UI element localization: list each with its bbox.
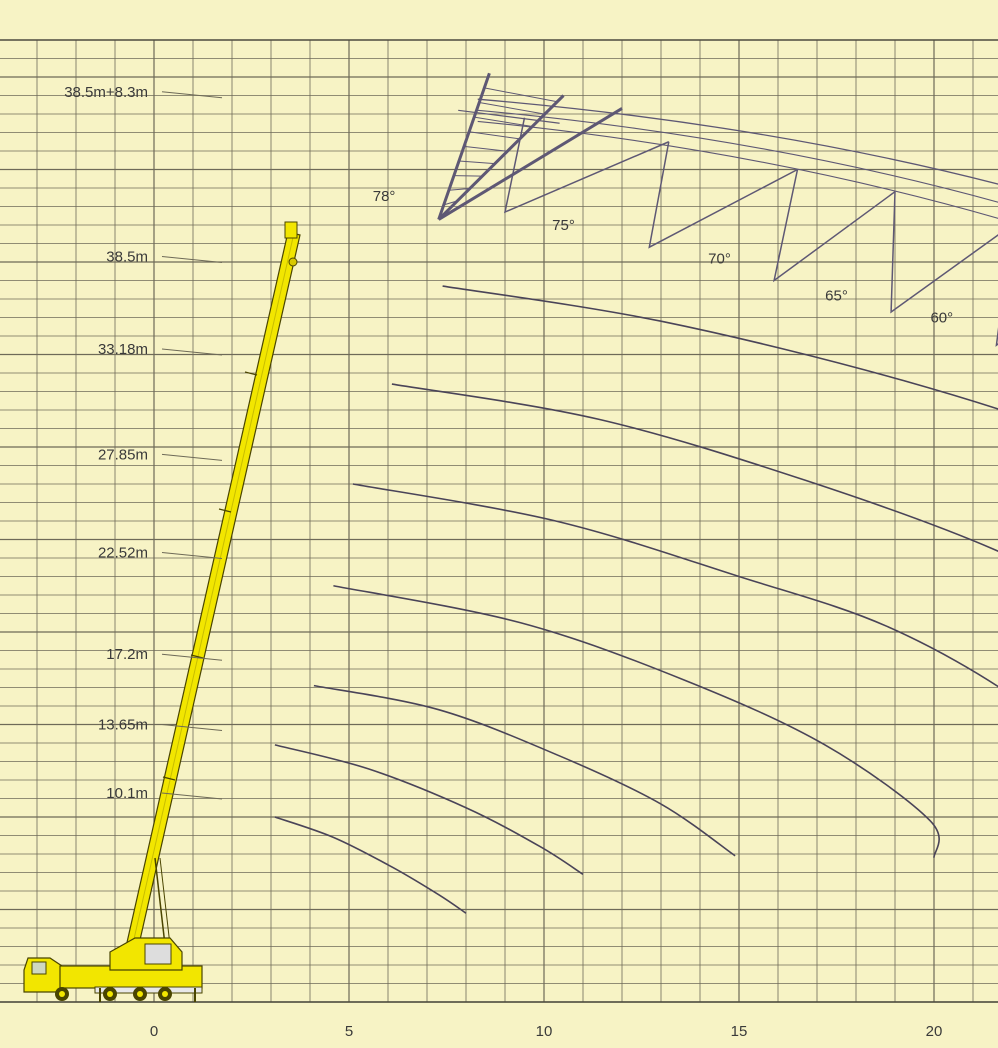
load-curves xyxy=(274,285,998,914)
x-tick-label: 0 xyxy=(150,1023,158,1040)
jib-position-4 xyxy=(890,191,998,314)
working-range-curve-4 xyxy=(333,584,940,858)
jib-envelope-mid xyxy=(477,109,998,203)
jib-envelope-outer xyxy=(477,98,998,185)
lattice-brace xyxy=(474,116,533,127)
jib-angle-label: 70° xyxy=(708,250,731,267)
x-tick-label: 5 xyxy=(345,1023,353,1040)
boom-length-leader xyxy=(161,453,223,461)
boom-length-label: 38.5m xyxy=(106,248,148,265)
working-range-curve-7 xyxy=(442,285,998,410)
jib-angle-label: 65° xyxy=(825,287,848,304)
lattice-brace xyxy=(458,160,495,165)
working-range-curve-6 xyxy=(391,383,998,553)
labels: 38.5m+8.3m 38.5m 33.18m 27.85m 22.52m 17.2m 13… xyxy=(64,84,953,802)
jib-position-2 xyxy=(648,141,798,249)
jib-angle-label: 60° xyxy=(930,310,953,327)
boom-length-label: 38.5m+8.3m xyxy=(64,84,148,101)
jib-angle-label: 75° xyxy=(552,217,575,234)
boom-length-leader xyxy=(161,724,223,731)
boom-length-leader xyxy=(161,653,223,661)
boom-length-label: 10.1m xyxy=(106,785,148,802)
crane-truck xyxy=(23,937,203,1002)
plot-frame xyxy=(0,39,998,1003)
working-range-curve-1 xyxy=(274,816,467,914)
working-range-curve-3 xyxy=(313,684,736,857)
luffing-jib-diagram xyxy=(437,72,998,347)
working-range-curve-2 xyxy=(274,744,584,876)
boom-length-label: 17.2m xyxy=(106,646,148,663)
lattice-brace xyxy=(443,200,458,206)
boom-angle-label: 78° xyxy=(373,188,396,205)
jib-position-1 xyxy=(503,117,670,214)
x-tick-label: 15 xyxy=(731,1023,748,1040)
lattice-brace xyxy=(438,212,446,220)
lattice-brace xyxy=(484,87,558,103)
x-tick-label: 10 xyxy=(536,1023,553,1040)
lattice-brace xyxy=(448,187,470,191)
boom-length-label: 13.65m xyxy=(98,717,148,734)
x-tick-label: 20 xyxy=(926,1023,943,1040)
boom-length-leader xyxy=(161,91,223,99)
boom-length-label: 27.85m xyxy=(98,446,148,463)
lattice-brace xyxy=(463,145,508,152)
boom-length-label: 22.52m xyxy=(98,544,148,561)
lattice-brace xyxy=(479,102,545,115)
boom-length-leader xyxy=(161,255,223,263)
boom-length-leader xyxy=(161,792,223,800)
working-range-curve-5 xyxy=(352,483,998,688)
lattice-jib-member xyxy=(437,94,565,221)
jib-position-3 xyxy=(772,169,896,283)
boom-length-leader xyxy=(161,348,223,356)
boom-length-label: 33.18m xyxy=(98,341,148,358)
jib-top-chord xyxy=(458,109,560,124)
axes: 05101520253035400510152025303540455052 xyxy=(150,1023,943,1040)
jib-envelope-inner xyxy=(477,120,998,219)
lattice-brace xyxy=(469,131,520,140)
lattice-jib-member xyxy=(437,107,623,221)
boom-length-leader xyxy=(161,551,223,559)
